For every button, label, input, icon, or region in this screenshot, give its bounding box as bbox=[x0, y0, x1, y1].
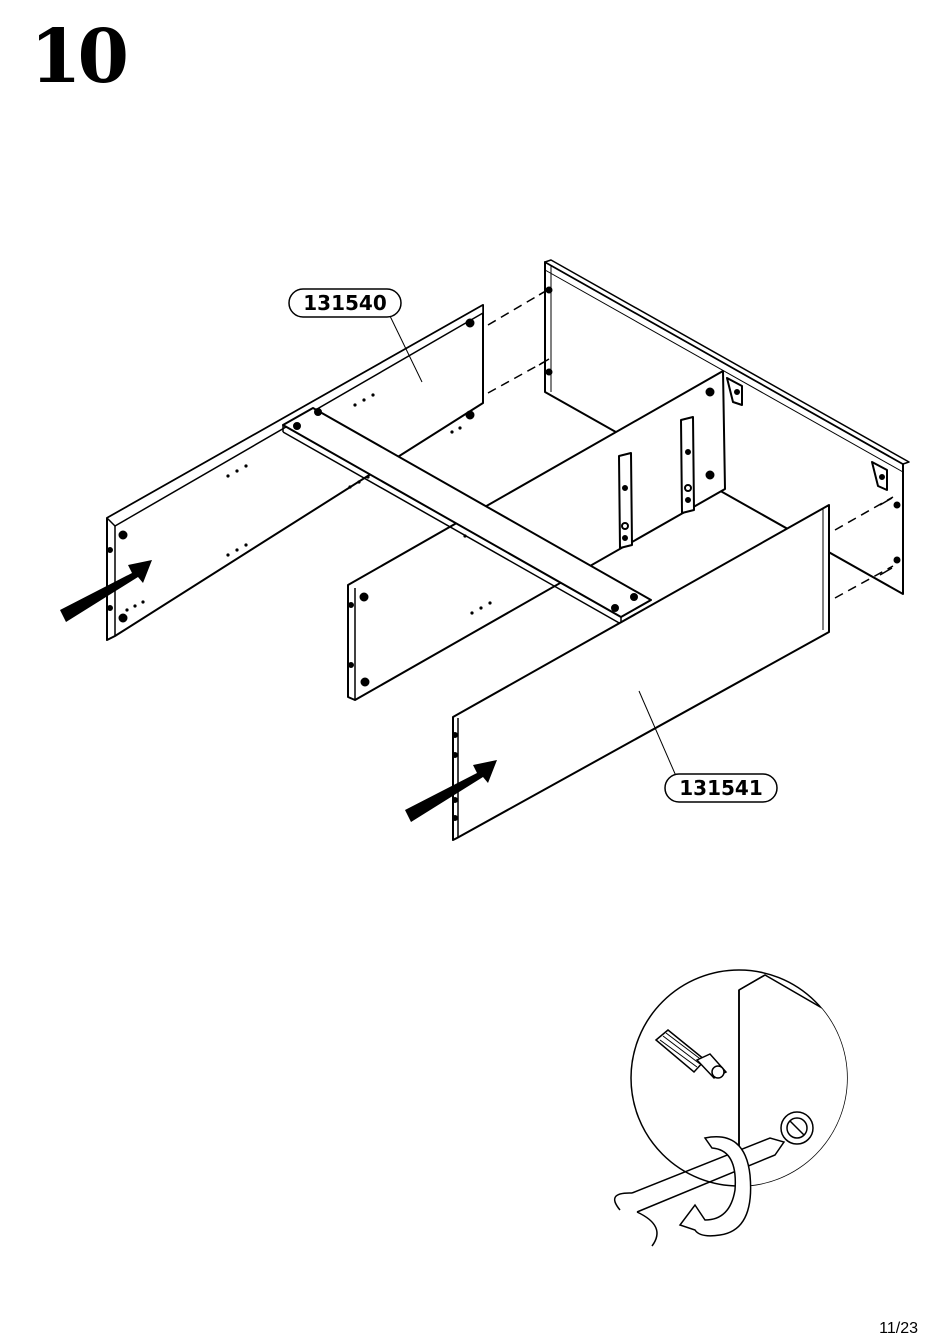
page-number: 11/23 bbox=[879, 1320, 918, 1338]
part-code-131541: 131541 bbox=[679, 776, 763, 800]
detail-inset bbox=[615, 970, 860, 1246]
part-code-131540: 131540 bbox=[303, 291, 387, 315]
cam-lock-icon bbox=[781, 1112, 813, 1144]
